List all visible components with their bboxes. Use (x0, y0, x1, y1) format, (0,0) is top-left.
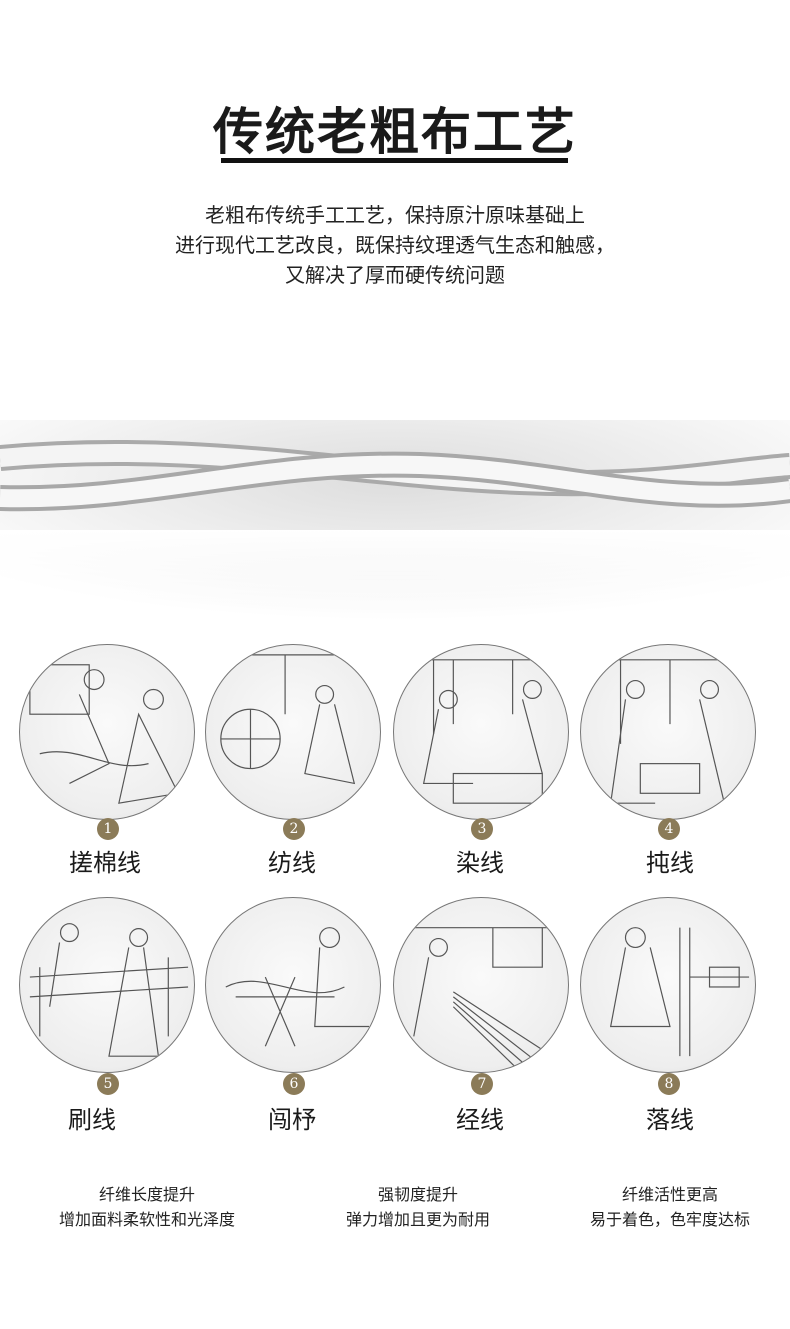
step-illustration-8 (580, 897, 756, 1073)
title-underline (221, 158, 568, 163)
step-number-badge: 1 (97, 818, 119, 840)
step-number-badge: 8 (658, 1073, 680, 1095)
step-label: 刷线 (68, 1106, 116, 1134)
benefit-title: 强韧度提升 (377, 1185, 458, 1204)
step-label: 经线 (456, 1106, 504, 1134)
step-illustration-6 (205, 897, 381, 1073)
twisted-rope-decoration (0, 420, 790, 620)
step-label: 纺线 (268, 849, 316, 877)
benefit-desc: 易于着色，色牢度达标 (589, 1210, 750, 1229)
step-illustration-5 (19, 897, 195, 1073)
benefit-desc: 增加面料柔软性和光泽度 (58, 1210, 235, 1229)
benefit-title: 纤维长度提升 (98, 1185, 195, 1204)
step-illustration-7 (393, 897, 569, 1073)
intro-text: 老粗布传统手工工艺，保持原汁原味基础上 进行现代工艺改良，既保持纹理透气生态和触… (0, 200, 790, 290)
step-illustration-4 (580, 644, 756, 820)
step-illustration-1 (19, 644, 195, 820)
step-number-badge: 2 (283, 818, 305, 840)
benefit-desc: 弹力增加且更为耐用 (345, 1210, 490, 1229)
benefit-note: 纤维活性更高 易于着色，色牢度达标 (540, 1182, 790, 1232)
step-number-badge: 7 (471, 1073, 493, 1095)
step-illustration-2 (205, 644, 381, 820)
step-label: 搓棉线 (69, 849, 141, 877)
benefit-note: 纤维长度提升 增加面料柔软性和光泽度 (17, 1182, 277, 1232)
step-illustration-3 (393, 644, 569, 820)
intro-line: 又解决了厚而硬传统问题 (285, 263, 505, 287)
step-label: 染线 (456, 849, 504, 877)
page-title: 传统老粗布工艺 (213, 103, 577, 161)
intro-line: 进行现代工艺改良，既保持纹理透气生态和触感， (175, 233, 615, 257)
benefit-title: 纤维活性更高 (621, 1185, 718, 1204)
benefit-note: 强韧度提升 弹力增加且更为耐用 (288, 1182, 548, 1232)
intro-line: 老粗布传统手工工艺，保持原汁原味基础上 (205, 203, 585, 227)
step-label: 闯杼 (268, 1106, 316, 1134)
step-label: 落线 (646, 1106, 694, 1134)
step-number-badge: 6 (283, 1073, 305, 1095)
step-number-badge: 5 (97, 1073, 119, 1095)
step-label: 扽线 (646, 849, 694, 877)
step-number-badge: 3 (471, 818, 493, 840)
step-number-badge: 4 (658, 818, 680, 840)
